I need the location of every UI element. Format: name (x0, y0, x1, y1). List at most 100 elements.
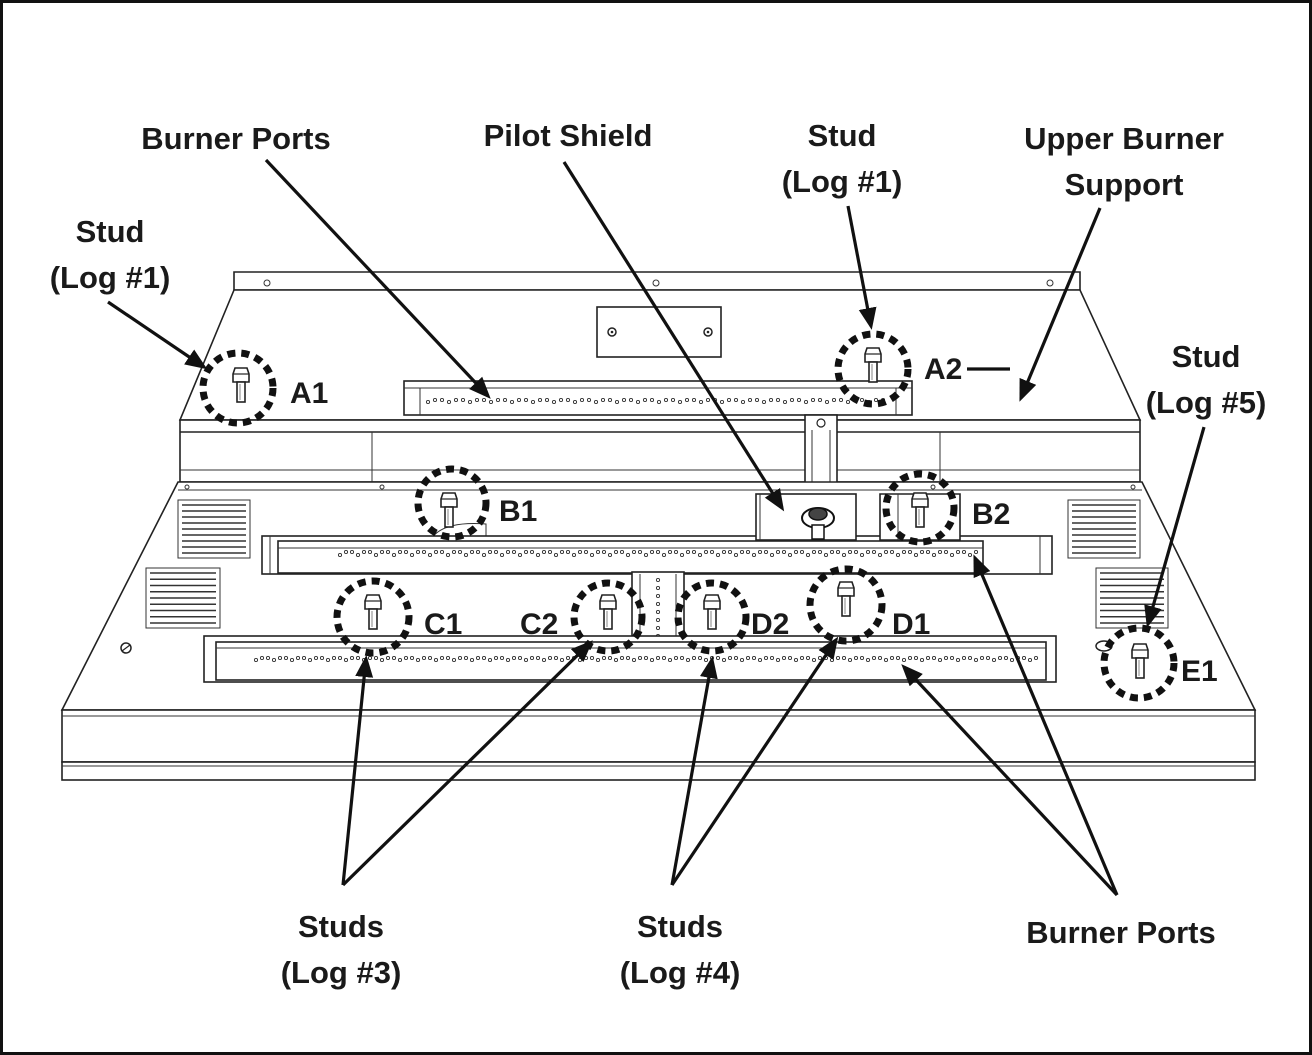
burner-port (667, 549, 673, 555)
burner-port (919, 549, 925, 555)
burner-port (865, 657, 871, 663)
burner-port (558, 397, 564, 403)
burner-port (451, 657, 457, 663)
burner-port (541, 657, 547, 663)
burner-port (493, 549, 499, 555)
burner-port (913, 552, 919, 558)
burner-port (502, 397, 508, 403)
burner-port (613, 549, 619, 555)
burner-port (1033, 655, 1039, 661)
burner-port (421, 549, 427, 555)
burner-port (973, 549, 979, 555)
burner-port (469, 657, 475, 663)
burner-port (577, 549, 583, 555)
burner-port (775, 657, 781, 663)
burner-port (937, 657, 943, 663)
burner-port (289, 657, 295, 663)
burner-port (709, 549, 715, 555)
burner-port (499, 552, 505, 558)
label-pilot-shield: Pilot Shield (484, 118, 653, 153)
burner-port (739, 657, 745, 663)
burner-port (768, 397, 774, 403)
burner-port (733, 552, 739, 558)
stud-ring-c1 (333, 577, 413, 657)
burner-port (432, 397, 438, 403)
burner-port (283, 655, 289, 661)
burner-port (859, 397, 865, 403)
burner-port (847, 549, 853, 555)
burner-port (391, 552, 397, 558)
burner-port (553, 655, 559, 661)
label-stud-top-line2: (Log #1) (782, 164, 903, 199)
stud-tag-c1: C1 (424, 608, 462, 641)
burner-port (628, 397, 634, 403)
burner-port (817, 655, 823, 661)
burner-port (265, 655, 271, 661)
burner-port (943, 655, 949, 661)
burner-port (583, 549, 589, 555)
burner-port (559, 549, 565, 555)
burner-port (637, 549, 643, 555)
label-studs-log4-line1: Studs (637, 909, 723, 944)
stud-tag-b2: B2 (972, 498, 1010, 531)
burner-port (457, 549, 463, 555)
burner-port (697, 655, 703, 661)
label-studs-log4-line2: (Log #4) (620, 955, 741, 990)
burner-port (949, 552, 955, 558)
burner-port (679, 552, 685, 558)
burner-port (425, 399, 431, 405)
burner-port (955, 657, 961, 663)
label-studs-log3-line1: Studs (298, 909, 384, 944)
label-stud-left-line2: (Log #1) (50, 260, 171, 295)
burner-port (516, 397, 522, 403)
burner-port (1009, 657, 1015, 663)
burner-port (859, 552, 865, 558)
burner-port (301, 655, 307, 661)
burner-port (685, 657, 691, 663)
burner-port (877, 552, 883, 558)
burner-port (481, 655, 487, 661)
burner-port (253, 657, 259, 663)
burner-port (871, 549, 877, 555)
burner-port (495, 397, 501, 403)
burner-port (367, 549, 373, 555)
leader-lines (107, 158, 1206, 897)
burner-port (607, 552, 613, 558)
burner-port (649, 657, 655, 663)
burner-port (621, 397, 627, 403)
burner-port (385, 655, 391, 661)
burner-port (488, 399, 494, 405)
burner-port (325, 657, 331, 663)
stud-ring-b1 (414, 465, 490, 541)
burner-port (845, 399, 851, 405)
burner-port (451, 549, 457, 555)
burner-port (871, 655, 877, 661)
burner-port (955, 549, 961, 555)
burner-port (1003, 655, 1009, 661)
upper-rail (233, 271, 1081, 291)
burner-port (703, 657, 709, 663)
burner-port (433, 549, 439, 555)
burner-port (901, 657, 907, 663)
burner-port (523, 549, 529, 555)
burner-port (739, 549, 745, 555)
burner-port (811, 657, 817, 663)
burner-port (475, 549, 481, 555)
burner-port (469, 549, 475, 555)
burner-port (745, 655, 751, 661)
burner-port (719, 399, 725, 405)
burner-port (607, 397, 613, 403)
burner-port (937, 549, 943, 555)
burner-port (685, 549, 691, 555)
burner-port (655, 577, 661, 583)
burner-port (619, 549, 625, 555)
middle-burner-tube (261, 535, 1053, 575)
burner-port (829, 657, 835, 663)
burner-port (547, 655, 553, 661)
burner-port (698, 399, 704, 405)
burner-port (961, 549, 967, 555)
burner-port (793, 657, 799, 663)
burner-port (761, 399, 767, 405)
burner-port (600, 397, 606, 403)
